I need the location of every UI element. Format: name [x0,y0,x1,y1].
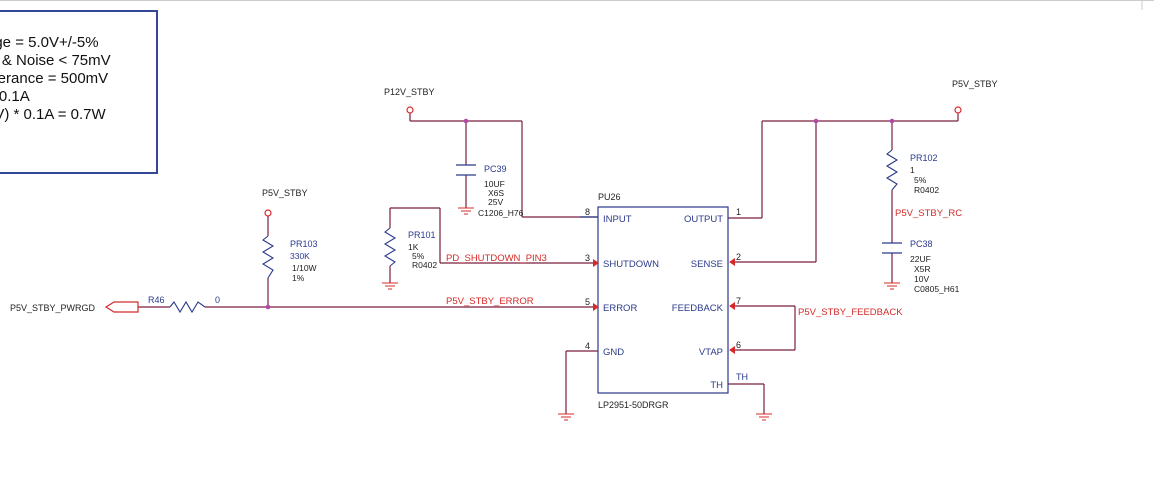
pc38-footprint: C0805_H61 [914,284,960,294]
resistor-pr102 [885,149,899,191]
ic-part-number: LP2951-50DRGR [598,400,669,410]
pin-name-gnd: GND [603,347,624,358]
resistor-pr101 [383,227,397,267]
pin-name-sense: SENSE [691,259,723,270]
offpage-connector-pwrgd [104,301,139,313]
pr101-tolerance: 5% [412,251,425,261]
net-label-pwrgd: P5V_STBY_PWRGD [10,303,96,313]
pin-num-gnd: 4 [585,341,590,351]
ic-ref: PU26 [598,192,621,202]
capacitor-pc39 [456,164,476,176]
pin-num-error: 5 [585,297,590,307]
pc39-value: 10UF [484,179,505,189]
note-line-current: = 0.1A [0,88,30,105]
wires [138,113,959,414]
pin-name-th: TH [710,380,723,391]
pin-name-error: ERROR [603,303,637,314]
note-line-tolerance: olerance = 500mV [0,70,109,87]
pr101-ref: PR101 [408,230,436,240]
pc39-footprint: C1206_H76 [478,208,524,218]
pin-num-input: 8 [585,207,590,217]
note-line-ripple: le & Noise < 75mV [0,52,111,69]
power-label-p5v-stby-right: P5V_STBY [952,79,998,89]
pin-name-output: OUTPUT [684,214,723,225]
pr103-tolerance: 1% [292,273,305,283]
pin-num-sense: 2 [736,252,741,262]
junction-dots [265,118,895,310]
pr101-value: 1K [408,242,419,252]
power-symbols [264,106,962,217]
pin-name-vtap: VTAP [699,347,723,358]
power-label-p12v-stby: P12V_STBY [384,87,435,97]
pin-arrows [593,258,735,354]
capacitor-pc38 [882,242,902,254]
pr102-ref: PR102 [910,153,938,163]
pin-num-vtap: 6 [736,340,741,350]
pr102-footprint: R0402 [914,185,939,195]
resistor-r46 [169,300,206,314]
ground-symbols [382,207,900,421]
net-label-rc: P5V_STBY_RC [895,208,962,219]
net-label-th: TH [736,372,748,382]
pin-name-feedback: FEEDBACK [672,303,724,314]
pc39-ref: PC39 [484,164,507,174]
pin-name-input: INPUT [603,214,632,225]
pr101-footprint: R0402 [412,260,437,270]
pr102-value: 1 [910,165,915,175]
power-label-p5v-stby-left: P5V_STBY [262,188,308,198]
pin-num-output: 1 [736,207,741,217]
pr103-ref: PR103 [290,239,318,249]
pc38-value: 22UF [910,254,931,264]
resistor-pr103 [261,235,275,279]
net-label-error: P5V_STBY_ERROR [446,296,534,307]
pc38-voltage: 10V [914,274,929,284]
r46-ref: R46 [148,295,165,305]
net-label-feedback: P5V_STBY_FEEDBACK [798,307,903,318]
pc39-dielectric: X6S [488,188,504,198]
pin-num-feedback: 7 [736,296,741,306]
r46-value: 0 [215,295,220,305]
pc38-dielectric: X5R [914,264,931,274]
pc38-ref: PC38 [910,239,933,249]
note-line-power: 5V) * 0.1A = 0.7W [0,106,106,123]
pin-name-shutdown: SHUTDOWN [603,259,659,270]
note-line-voltage: age = 5.0V+/-5% [0,34,99,51]
pr103-value: 330K [290,251,310,261]
resistors [169,149,899,314]
pr102-tolerance: 5% [914,175,927,185]
pr103-power: 1/10W [292,263,317,273]
pin-num-shutdown: 3 [585,253,590,263]
pc39-voltage: 25V [488,197,503,207]
ic-body [597,206,729,394]
design-notes-box: age = 5.0V+/-5% le & Noise < 75mV oleran… [0,10,158,174]
net-label-pd-shutdown: PD_SHUTDOWN_PIN3 [446,253,547,264]
